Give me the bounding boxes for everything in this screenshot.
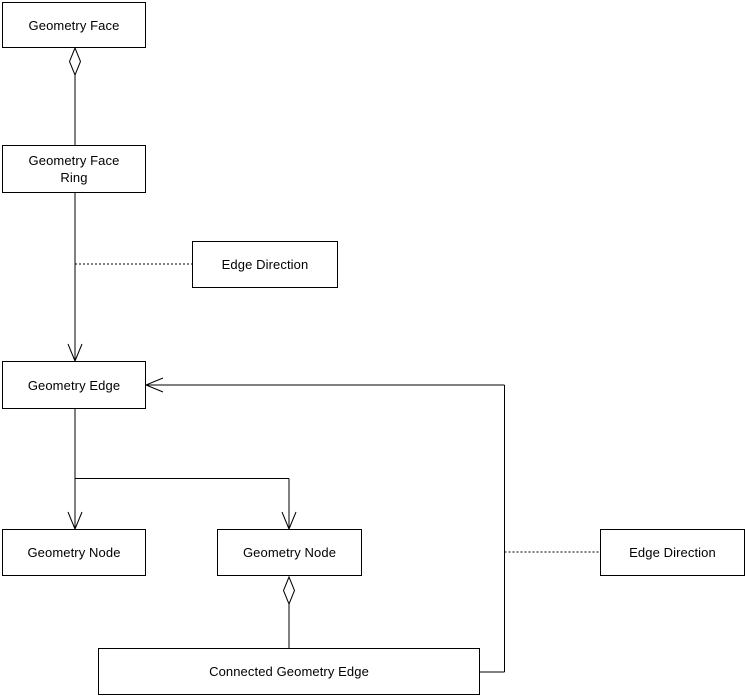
node-label: Geometry Node [27,545,121,560]
connector-node-to-connected-edge [282,575,296,648]
node-geometry-node-right[interactable]: Geometry Node [217,529,362,576]
open-arrow-icon [67,343,83,363]
node-label: Geometry Face [28,17,120,33]
node-label: Geometry Face Ring [28,153,120,185]
node-label: Connected Geometry Edge [209,664,369,679]
node-connected-geometry-edge[interactable]: Connected Geometry Edge [98,648,480,695]
connector-ring-to-edge [67,193,83,363]
node-label: Edge Direction [629,545,716,560]
aggregation-diamond-icon [68,46,82,77]
node-geometry-face[interactable]: Geometry Face [2,2,146,48]
node-geometry-node-left[interactable]: Geometry Node [2,529,146,576]
connector-face-to-ring [68,46,82,145]
node-label: Geometry Edge [27,377,121,393]
open-arrow-icon [67,511,83,531]
connector-edge-to-nodes [67,409,297,531]
node-geometry-face-ring[interactable]: Geometry Face Ring [2,145,146,193]
node-label: Edge Direction [221,257,309,272]
connector-connected-edge-to-geometry-edge [144,377,505,673]
open-arrow-icon [144,377,164,393]
node-geometry-edge[interactable]: Geometry Edge [2,361,146,409]
node-label: Geometry Node [242,545,337,560]
aggregation-diamond-icon [282,575,296,606]
open-arrow-icon [281,511,297,531]
node-edge-direction-bottom[interactable]: Edge Direction [600,529,745,576]
node-edge-direction-top[interactable]: Edge Direction [192,241,338,288]
